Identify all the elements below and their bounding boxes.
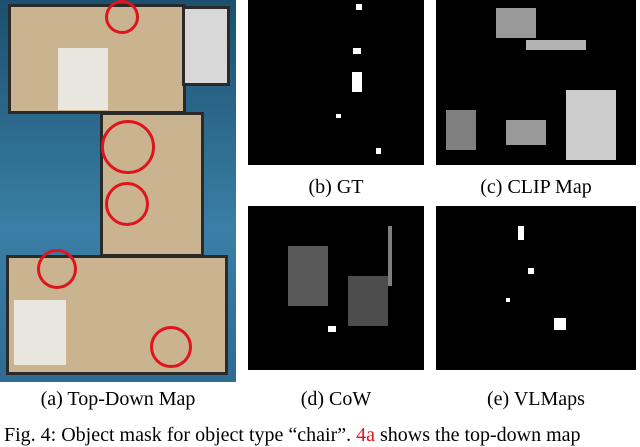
clip-map-mask-image [436,0,636,165]
figure-caption: Fig. 4: Object mask for object type “cha… [4,424,581,447]
panel-label-e: (e) VLMaps [487,388,585,410]
gt-mask-image [248,0,424,165]
panel-label-d: (d) CoW [300,388,372,410]
chair-highlight-circle [105,182,149,226]
caption-text: Fig. 4: Object mask for object type “cha… [4,424,357,446]
bed [58,48,108,110]
top-down-map-image [0,0,236,382]
bed [14,300,66,365]
figure-reference-link[interactable]: 4a [356,424,375,446]
chair-highlight-circle [150,326,192,368]
panel-label-b: (b) GT [308,176,364,198]
caption-text: shows the top-down map [375,424,581,446]
chair-highlight-circle [37,249,77,289]
chair-highlight-circle [101,120,155,174]
bathroom-top-right [182,6,230,86]
vlmaps-mask-image [436,206,636,370]
chair-highlight-circle [105,0,139,34]
panel-label-a: (a) Top-Down Map [40,388,196,410]
cow-mask-image [248,206,424,370]
panel-label-c: (c) CLIP Map [480,176,592,198]
